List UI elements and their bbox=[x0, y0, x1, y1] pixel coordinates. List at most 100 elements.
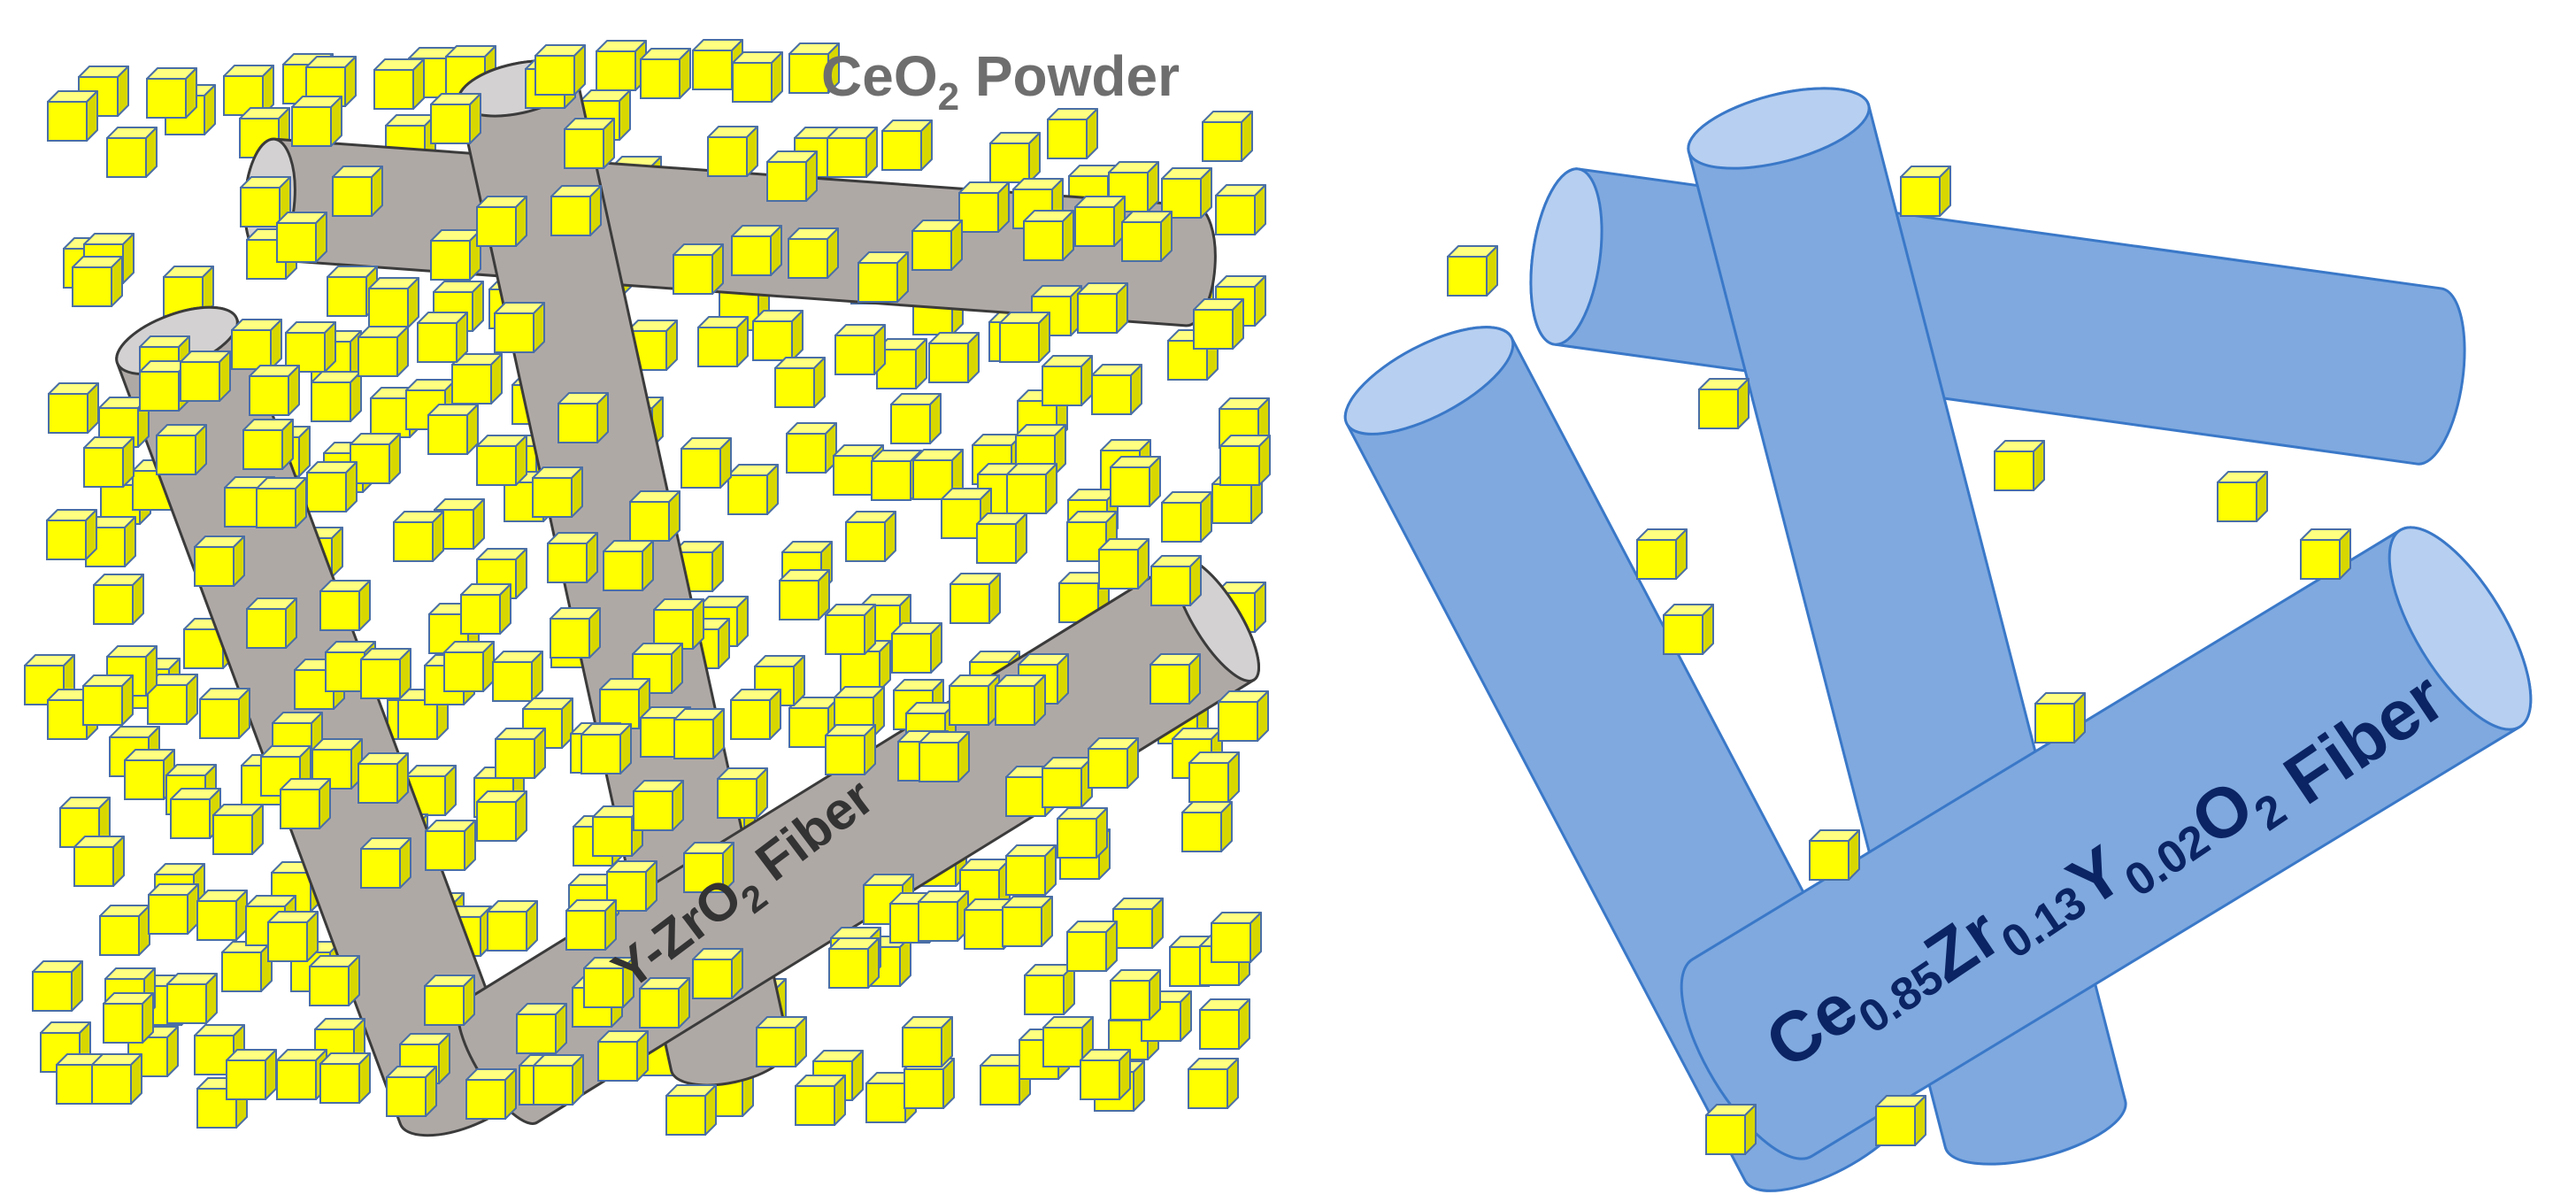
ceo2-particle bbox=[242, 419, 294, 470]
ceo2-particle bbox=[332, 166, 383, 217]
ceo2-particle bbox=[989, 132, 1041, 183]
ceo2-particle bbox=[673, 243, 724, 295]
ceo2-particle bbox=[430, 93, 481, 144]
ceo2-particle bbox=[451, 353, 503, 405]
ceo2-particle bbox=[350, 433, 401, 484]
ceo2-particle bbox=[881, 119, 933, 171]
ceo2-particle bbox=[373, 58, 425, 110]
ceo2-particle bbox=[1110, 456, 1161, 507]
ceo2-particle bbox=[1636, 528, 1688, 580]
ceo2-particle bbox=[476, 790, 527, 842]
ceo2-particle bbox=[358, 752, 409, 804]
ceo2-particle bbox=[1057, 807, 1108, 859]
ceo2-particle bbox=[1193, 298, 1244, 350]
ceo2-particle bbox=[291, 96, 342, 147]
ceo2-particle bbox=[194, 536, 245, 587]
ceo2-particle bbox=[902, 1016, 953, 1067]
ceo2-particle bbox=[280, 778, 331, 829]
ceo2-particle bbox=[417, 312, 468, 363]
ceo2-particle bbox=[795, 1075, 846, 1126]
ceo2-powder-label: CeO2 Powder bbox=[821, 44, 1180, 119]
ceo2-particle bbox=[495, 728, 546, 779]
ceo2-particle bbox=[91, 1053, 142, 1105]
ceo2-particle bbox=[146, 67, 197, 119]
ceo2-particle bbox=[476, 435, 527, 486]
ceo2-particle bbox=[492, 651, 543, 702]
ceo2-particle bbox=[857, 251, 909, 303]
ceo2-particle bbox=[1005, 844, 1057, 896]
ceo2-particle bbox=[1900, 166, 1951, 217]
ceo2-particle bbox=[106, 127, 158, 178]
ceo2-particle bbox=[534, 44, 586, 96]
ceo2-particle bbox=[393, 511, 444, 562]
ceo2-particle bbox=[995, 674, 1046, 726]
ceo2-particle bbox=[1188, 751, 1240, 803]
ceo2-particle bbox=[1080, 1049, 1131, 1100]
ceo2-particle bbox=[730, 689, 781, 740]
ceo2-particle bbox=[166, 973, 218, 1024]
ceo2-particle bbox=[360, 837, 411, 889]
ceo2-particle bbox=[276, 212, 327, 263]
ceo2-particle bbox=[665, 1084, 717, 1136]
ceo2-particle bbox=[774, 357, 826, 408]
ceo2-particle bbox=[1110, 969, 1161, 1021]
ceo2-particle bbox=[597, 1030, 649, 1082]
ceo2-particle bbox=[231, 319, 282, 370]
ceo2-particle bbox=[1150, 653, 1201, 705]
ceo2-particle bbox=[306, 461, 358, 512]
ceo2-particle bbox=[93, 574, 144, 625]
ceo2-particle bbox=[267, 911, 319, 962]
ceo2-particle bbox=[368, 277, 419, 328]
ceo2-particle bbox=[494, 302, 545, 353]
ceo2-particle bbox=[532, 466, 583, 518]
ceo2-particle bbox=[1181, 801, 1233, 852]
ceo2-particle bbox=[1042, 355, 1093, 406]
ceo2-particle bbox=[2300, 528, 2351, 580]
cezry-fiber-group bbox=[1343, 87, 2533, 1192]
ceo2-particle bbox=[72, 256, 123, 307]
ceo2-particle bbox=[629, 490, 681, 542]
ceo2-particle bbox=[1091, 364, 1142, 415]
ceo2-particle bbox=[681, 437, 732, 489]
ceo2-particle bbox=[828, 937, 880, 989]
ceo2-particle bbox=[1199, 998, 1250, 1050]
ceo2-particle bbox=[1202, 111, 1253, 162]
ceo2-particle bbox=[918, 890, 969, 942]
ceo2-particle bbox=[427, 404, 479, 455]
ceo2-particle bbox=[603, 540, 654, 591]
ceo2-particle bbox=[256, 477, 307, 528]
ceo2-particle bbox=[692, 948, 743, 999]
ceo2-particle bbox=[1112, 898, 1164, 949]
ceo2-particle bbox=[653, 598, 704, 650]
ceo2-particle bbox=[779, 569, 830, 620]
ceo2-particle bbox=[731, 225, 782, 276]
ceo2-particle bbox=[845, 511, 896, 562]
ceo2-particle bbox=[825, 724, 876, 775]
ceo2-particle bbox=[360, 648, 411, 699]
ceo2-particle bbox=[550, 607, 601, 659]
ceo2-particle bbox=[1042, 757, 1093, 808]
ceo2-particle bbox=[1219, 435, 1271, 486]
ceo2-particle bbox=[358, 326, 409, 377]
ceo2-particle bbox=[919, 731, 970, 782]
ceo2-particle bbox=[756, 1016, 807, 1067]
ceo2-particle bbox=[460, 583, 511, 635]
ceo2-particle bbox=[825, 604, 876, 655]
ceo2-particle bbox=[199, 688, 250, 739]
ceo2-particle bbox=[1875, 1095, 1926, 1146]
ceo2-particle bbox=[443, 641, 495, 692]
ceo2-particle bbox=[788, 227, 839, 279]
ceo2-particle bbox=[1002, 896, 1053, 947]
ceo2-particle bbox=[976, 512, 1027, 564]
ceo2-particle bbox=[533, 1054, 584, 1106]
ceo2-particle bbox=[386, 1066, 437, 1117]
ceo2-particle bbox=[547, 532, 598, 583]
ceo2-particle bbox=[786, 422, 837, 474]
ceo2-particle bbox=[516, 1003, 567, 1054]
ceo2-particle bbox=[226, 1049, 277, 1100]
cezry-fiber-back-horizontal bbox=[1529, 167, 2466, 466]
ceo2-particle bbox=[1047, 108, 1098, 159]
ceo2-particle bbox=[285, 321, 336, 373]
ceo2-particle bbox=[46, 509, 97, 560]
ceo2-particle bbox=[950, 573, 1001, 624]
